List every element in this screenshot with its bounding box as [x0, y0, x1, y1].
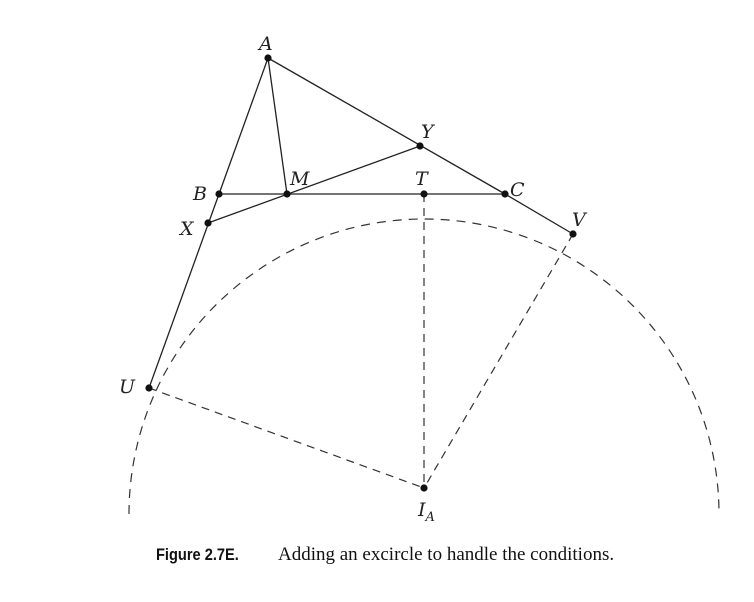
figure-caption: Figure 2.7E. Adding an excircle to handle… [156, 544, 736, 566]
segment-am [267, 57, 288, 195]
radius-iu [148, 387, 425, 489]
radius-iv [423, 233, 574, 489]
point-b [215, 190, 223, 198]
label-ia: IA [417, 499, 435, 525]
label-x: X [178, 218, 195, 240]
point-c [501, 190, 509, 198]
label-v: V [572, 209, 588, 231]
label-m: M [289, 168, 310, 190]
point-v [569, 230, 577, 238]
line-xy [207, 145, 421, 224]
label-t: T [415, 168, 429, 190]
point-y [416, 142, 424, 150]
label-a: A [257, 33, 273, 55]
point-t [420, 190, 428, 198]
label-c: C [510, 179, 525, 201]
excircle-arc [128, 218, 720, 515]
line-c-v [504, 193, 574, 235]
label-ia-sub: A [425, 510, 435, 525]
caption-text: Adding an excircle to handle the conditi… [278, 544, 615, 565]
side-ab [218, 57, 269, 195]
label-b: B [192, 183, 207, 205]
label-u: U [119, 376, 136, 398]
point-u [145, 384, 153, 392]
point-x [204, 219, 212, 227]
caption-figure-number: Figure 2.7E. [156, 545, 239, 564]
side-ac [267, 57, 506, 195]
label-ia-main: I [417, 499, 426, 521]
point-m [283, 190, 291, 198]
point-ia [420, 484, 428, 492]
point-a [264, 54, 272, 62]
label-y: Y [421, 121, 436, 143]
